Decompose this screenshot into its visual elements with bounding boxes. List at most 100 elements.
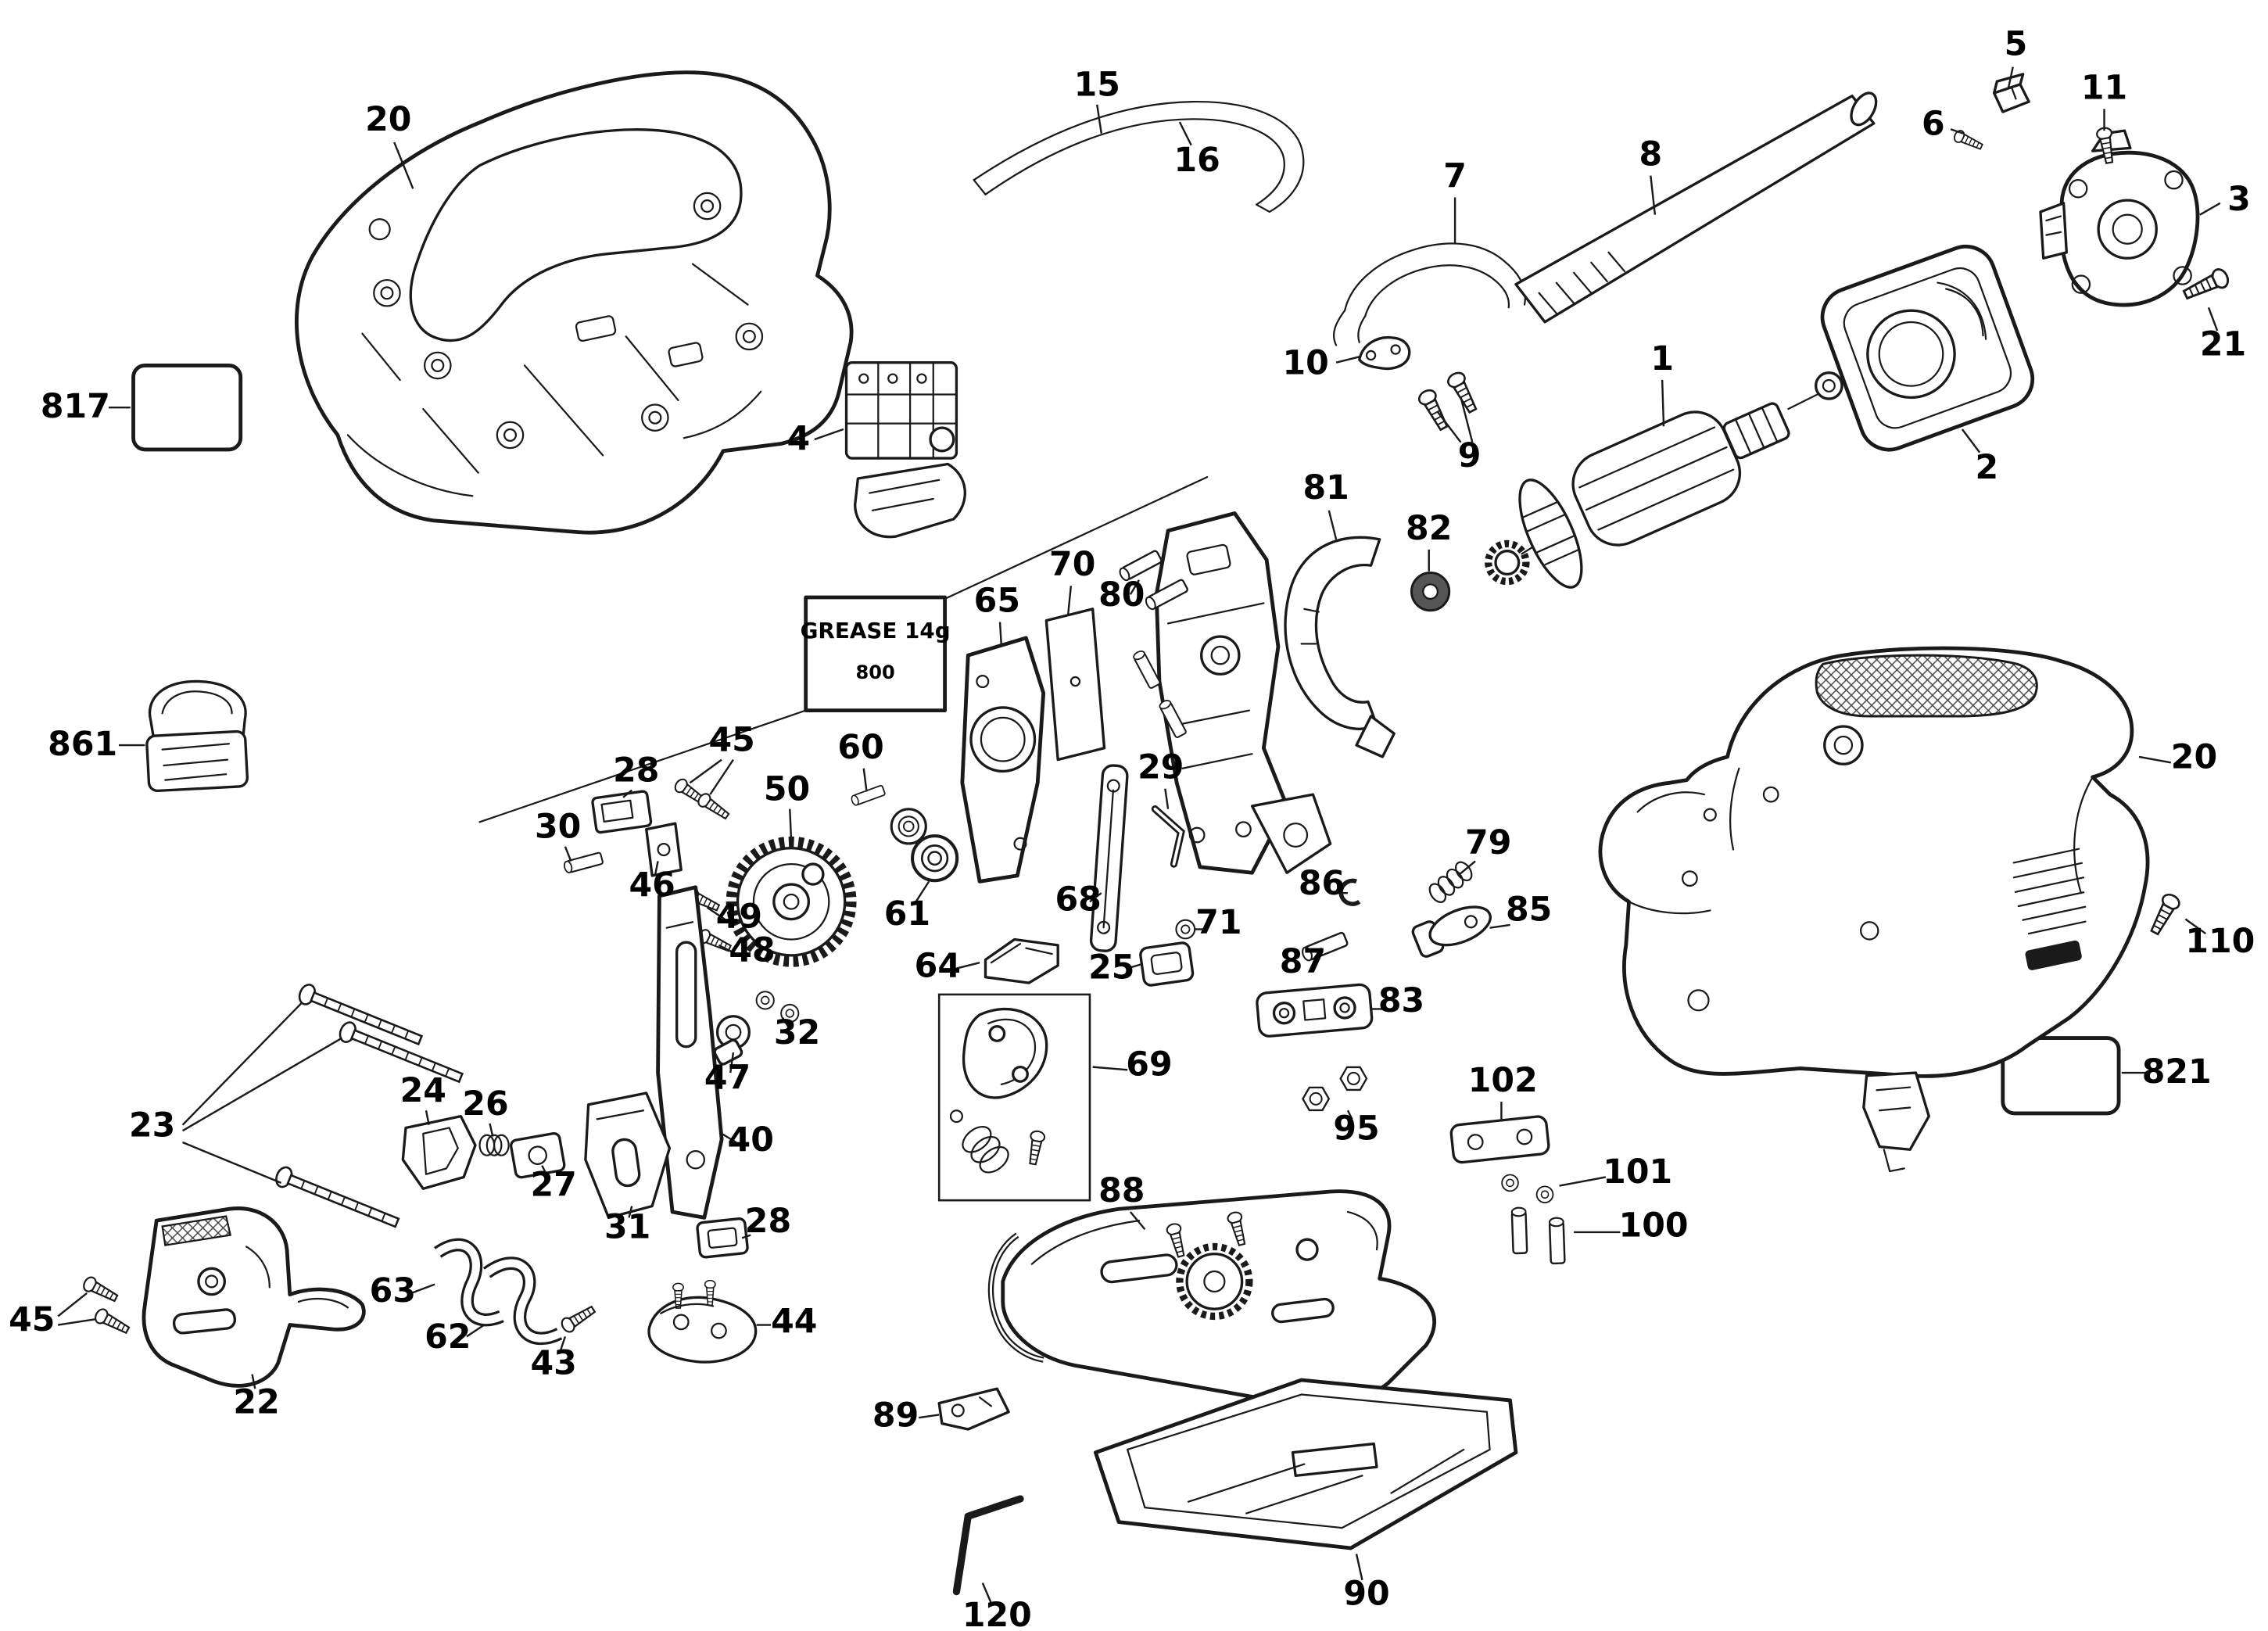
part-label-82: 82: [1406, 509, 1452, 548]
part-label-32: 32: [774, 1013, 820, 1052]
gear-housing: [2039, 129, 2200, 307]
leader-line-120: [981, 1583, 993, 1604]
grease-note-line1: GREASE 14g: [801, 618, 951, 643]
washer-32a: [755, 991, 775, 1010]
leader-line-43: [558, 1336, 567, 1355]
part-label-62: 62: [425, 1317, 471, 1357]
grease-note-line2: 800: [855, 661, 894, 683]
leader-line-26: [489, 1123, 494, 1137]
part-label-95: 95: [1333, 1109, 1379, 1148]
leader-line-61: [915, 880, 930, 902]
part-label-83: 83: [1378, 981, 1424, 1020]
blade-guide-strip-68: [1089, 764, 1129, 952]
leader-line-80: [1129, 579, 1141, 595]
part-label-100: 100: [1619, 1206, 1689, 1245]
leader-line-90: [1355, 1554, 1363, 1581]
part-label-28: 28: [613, 751, 659, 790]
terminal-plate-83: [1256, 983, 1374, 1038]
wire-assembly: [973, 100, 1305, 213]
part-label-4: 4: [787, 419, 811, 458]
leader-line-29: [1164, 788, 1170, 809]
part-label-9: 9: [1458, 436, 1482, 475]
leader-line-24: [425, 1109, 430, 1125]
part-label-87: 87: [1280, 942, 1326, 981]
pin-100b: [1548, 1217, 1566, 1265]
pivot-bracket-31: [584, 1092, 672, 1220]
washer-71: [1175, 919, 1196, 940]
screw-21: [2180, 265, 2232, 305]
part-label-64: 64: [915, 947, 961, 986]
hex-key-120: [952, 1495, 1024, 1596]
leader-line-87: [1312, 947, 1323, 961]
lever-89: [937, 1387, 1010, 1431]
part-label-89: 89: [872, 1396, 919, 1435]
part-label-48: 48: [729, 930, 775, 970]
counterweight-plate-65: [960, 636, 1046, 884]
leader-line-110: [2184, 918, 2206, 935]
nut-95b: [1339, 1066, 1368, 1092]
screw-45d: [91, 1306, 132, 1338]
air-baffle: [1284, 536, 1396, 758]
leader-line-20: [2138, 755, 2172, 764]
part-label-79: 79: [1465, 823, 1511, 862]
block-27: [510, 1131, 566, 1179]
leader-line-89: [919, 1414, 940, 1419]
part-label-2: 2: [1976, 448, 1999, 487]
plunger-pin-c: [1131, 648, 1162, 690]
part-label-50: 50: [764, 770, 810, 809]
leader-line-60: [862, 768, 868, 792]
leader-line-45: [709, 758, 734, 795]
part-label-110: 110: [2185, 922, 2255, 961]
part-label-27: 27: [530, 1166, 576, 1205]
part-label-49: 49: [716, 898, 762, 937]
part-label-102: 102: [1468, 1061, 1538, 1100]
shoe-plate-90: [1093, 1378, 1518, 1550]
part-label-68: 68: [1055, 880, 1101, 919]
part-label-20: 20: [2171, 738, 2217, 777]
leader-line-21: [2207, 306, 2219, 332]
screw-43: [558, 1302, 598, 1335]
part-label-71: 71: [1195, 903, 1241, 942]
leader-line-23: [181, 1037, 343, 1132]
armature: [1485, 371, 1843, 589]
part-label-1: 1: [1650, 339, 1674, 378]
screw-23c: [272, 1163, 402, 1234]
part-label-63: 63: [370, 1271, 416, 1310]
shim-plate-70: [1044, 608, 1106, 762]
leader-line-28: [741, 1234, 751, 1239]
leader-line-9: [1460, 396, 1474, 443]
part-label-6: 6: [1922, 105, 1945, 144]
leader-line-27: [541, 1165, 549, 1178]
leader-line-2: [1961, 428, 1981, 453]
cord-protector: [1514, 91, 1878, 324]
part-label-44: 44: [771, 1302, 817, 1341]
switch-assembly: [844, 361, 966, 539]
leader-line-95: [1346, 1109, 1353, 1120]
leader-line-45: [689, 758, 722, 784]
part-label-23: 23: [129, 1106, 175, 1145]
spacer-60: [849, 784, 887, 807]
leader-line-8: [1650, 175, 1657, 215]
leader-line-31: [628, 1206, 633, 1218]
leader-line-23: [182, 1141, 282, 1185]
leader-line-5: [2008, 66, 2014, 88]
leader-line-49: [706, 906, 726, 920]
part-label-60: 60: [837, 728, 883, 767]
shoe-support-88: [987, 1189, 1436, 1408]
leader-line-46: [654, 861, 659, 876]
grease-annotation: GREASE 14g 800: [478, 476, 1209, 823]
washer-101a: [1501, 1174, 1519, 1192]
screw-9a: [1415, 386, 1453, 434]
part-label-8: 8: [1639, 135, 1662, 174]
leader-line-70: [1066, 586, 1073, 615]
leader-line-68: [1089, 892, 1102, 903]
leader-line-62: [466, 1324, 485, 1338]
part-label-821: 821: [2142, 1052, 2212, 1092]
part-label-11: 11: [2081, 68, 2127, 107]
leader-line-16: [1178, 121, 1192, 146]
leader-line-81: [1327, 510, 1338, 540]
leader-line-23: [181, 1002, 303, 1126]
part-label-30: 30: [535, 808, 581, 847]
bearing-60: [890, 808, 927, 845]
